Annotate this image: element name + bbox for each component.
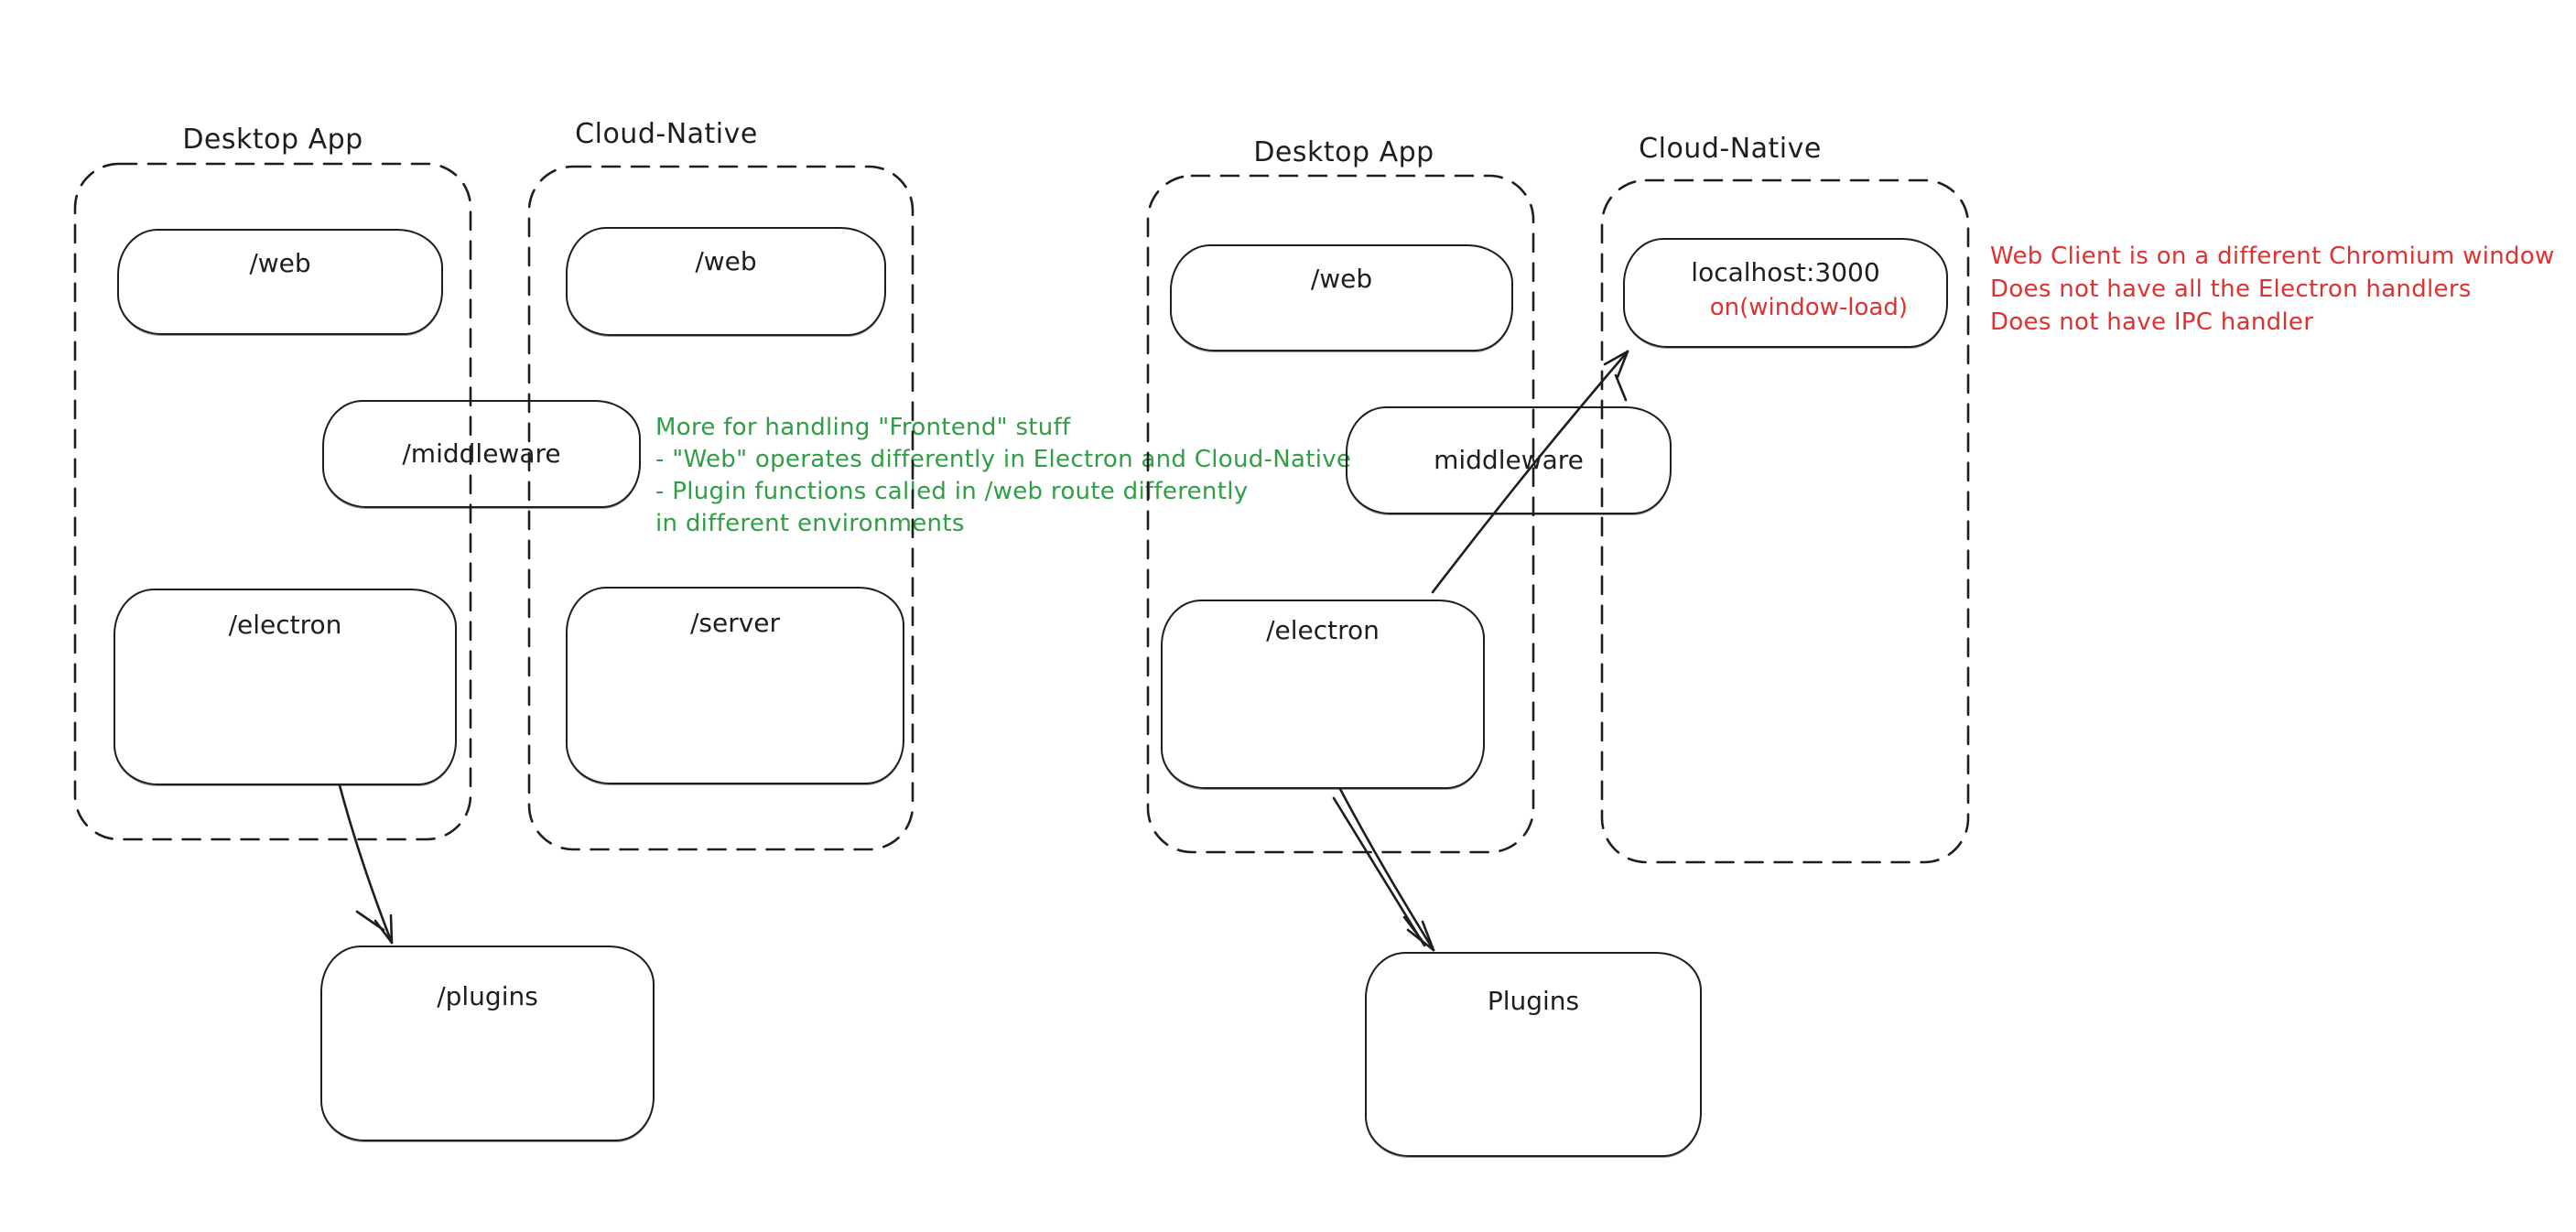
- left-electron-box: /electron: [114, 589, 457, 785]
- left-middleware-box: /middleware: [322, 400, 641, 508]
- web-client-note-line: Web Client is on a different Chromium wi…: [1990, 243, 2555, 270]
- left-desktop-web-label: /web: [249, 248, 311, 278]
- middleware-note-line: in different environments: [655, 510, 965, 537]
- left-cloud-web-box: /web: [566, 227, 886, 336]
- localhost-label: localhost:3000: [1691, 257, 1880, 287]
- web-client-note: Web Client is on a different Chromium wi…: [1990, 240, 2555, 339]
- right-electron-label: /electron: [1266, 615, 1380, 645]
- right-desktop-web-label: /web: [1310, 264, 1373, 294]
- localhost-box: localhost:3000 on(window-load): [1623, 238, 1948, 348]
- left-cloud-native-title: Cloud-Native: [575, 118, 758, 150]
- left-server-label: /server: [689, 608, 781, 638]
- right-plugins-label: Plugins: [1487, 986, 1580, 1016]
- left-middleware-label: /middleware: [402, 438, 561, 469]
- web-client-note-line: Does not have all the Electron handlers: [1990, 276, 2472, 303]
- left-desktop-app-title: Desktop App: [182, 124, 363, 156]
- right-plugins-box: Plugins: [1365, 952, 1702, 1157]
- left-server-box: /server: [566, 587, 904, 784]
- arrow-electron-to-plugins-left: [338, 784, 394, 945]
- right-desktop-app-title: Desktop App: [1253, 136, 1434, 168]
- right-electron-box: /electron: [1161, 600, 1485, 789]
- middleware-note-line: - "Web" operates differently in Electron…: [655, 446, 1352, 473]
- right-desktop-web-box: /web: [1170, 244, 1513, 351]
- middleware-note: More for handling "Frontend" stuff - "We…: [655, 412, 1351, 540]
- left-plugins-label: /plugins: [437, 981, 538, 1011]
- left-cloud-web-label: /web: [695, 246, 757, 276]
- arrow-electron-to-plugins-right: [1332, 787, 1435, 952]
- on-window-load-label: on(window-load): [1709, 294, 1908, 321]
- right-middleware-box: middleware: [1346, 406, 1672, 514]
- middleware-note-line: - Plugin functions called in /web route …: [655, 478, 1249, 505]
- right-middleware-label: middleware: [1434, 445, 1584, 475]
- left-desktop-web-box: /web: [117, 229, 443, 335]
- left-plugins-box: /plugins: [320, 946, 655, 1141]
- left-electron-label: /electron: [228, 610, 342, 640]
- web-client-note-line: Does not have IPC handler: [1990, 308, 2314, 336]
- middleware-note-line: More for handling "Frontend" stuff: [655, 414, 1071, 441]
- right-cloud-native-title: Cloud-Native: [1639, 133, 1822, 165]
